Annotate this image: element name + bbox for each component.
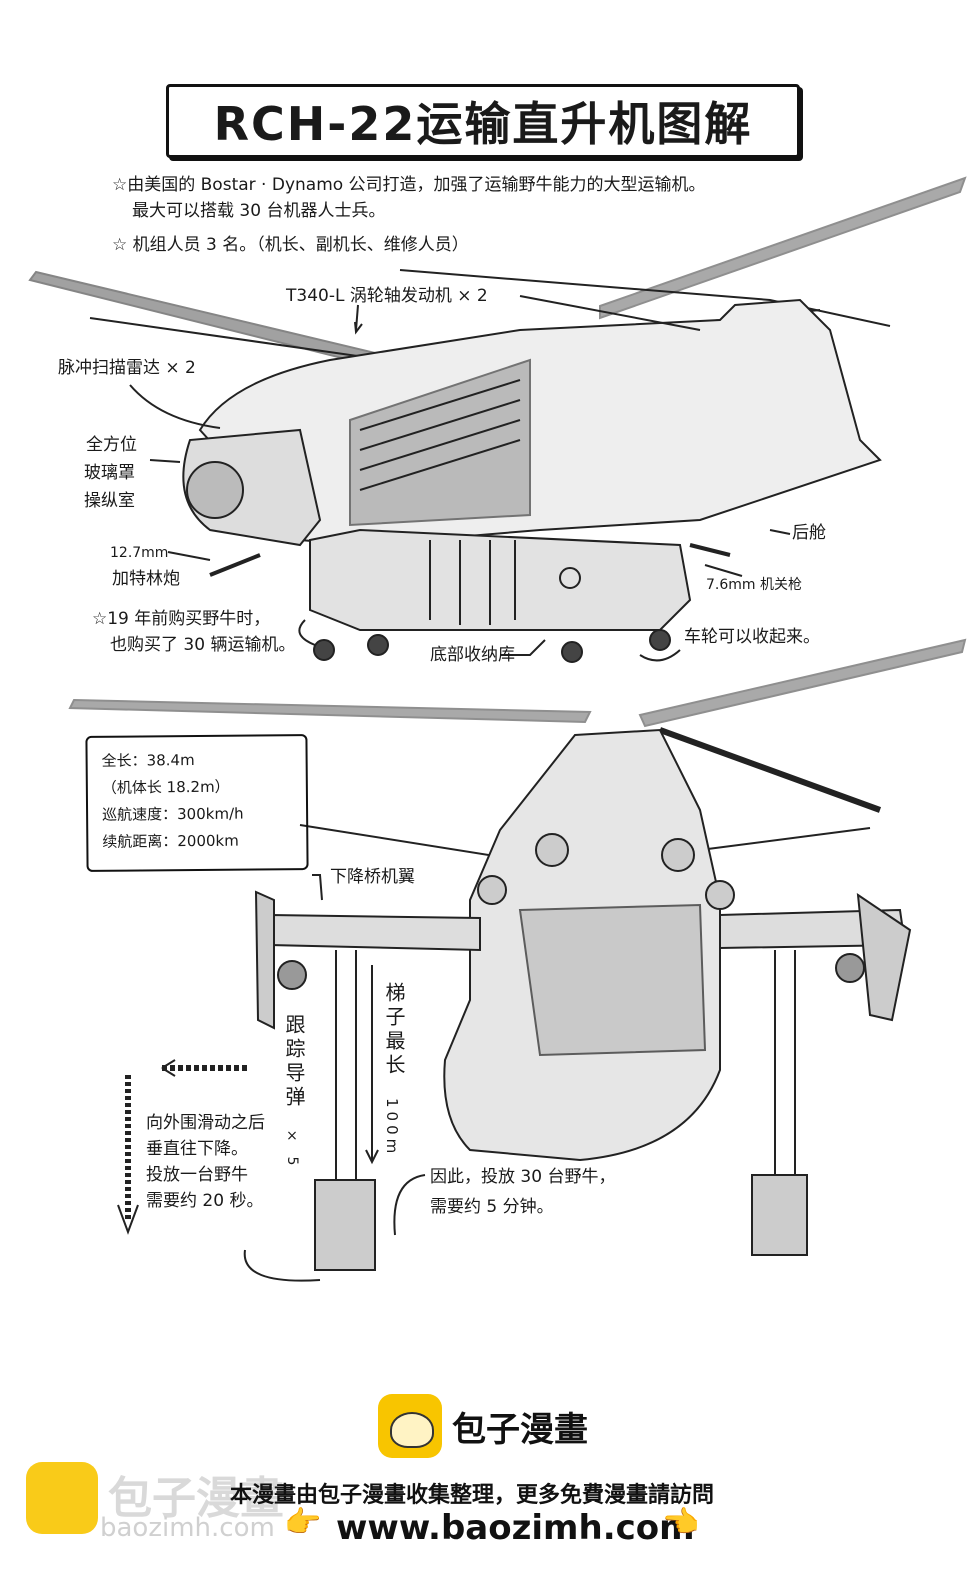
pointing-left-icon: 👈 — [662, 1505, 700, 1540]
label-drop-1: 因此，投放 30 台野牛， — [430, 1167, 616, 1187]
footer-url-link[interactable]: www.baozimh.com — [336, 1508, 695, 1548]
label-storage: 底部收纳库 — [430, 645, 515, 665]
footer-brand[interactable]: 包子漫畫 — [378, 1394, 588, 1458]
label-slide-1: 向外围滑动之后 — [146, 1113, 265, 1133]
label-gun-size: 12.7mm — [110, 545, 169, 561]
intro-line-3: ☆ 机组人员 3 名。（机长、副机长、维修人员） — [112, 235, 469, 255]
watermark-bun-icon — [26, 1462, 98, 1534]
label-radar: 脉冲扫描雷达 × 2 — [58, 358, 196, 378]
footer-notice: 本漫畫由包子漫畫收集整理，更多免費漫畫請訪問 — [230, 1483, 715, 1508]
watermark-url: baozimh.com — [100, 1513, 275, 1543]
spec-length: 全长：38.4m — [101, 751, 195, 770]
label-cockpit-3: 操纵室 — [84, 491, 135, 511]
brand-name: 包子漫畫 — [452, 1409, 588, 1450]
pointing-right-icon: 👉 — [284, 1505, 322, 1540]
label-drop-2: 需要约 5 分钟。 — [430, 1197, 554, 1217]
label-missile-count: × 5 — [284, 1128, 300, 1170]
bun-logo-icon — [378, 1394, 442, 1458]
title-box: RCH-22运输直升机图解 — [166, 84, 800, 158]
label-history-1: ☆19 年前购买野牛时， — [92, 609, 271, 629]
label-mg: 7.6mm 机关枪 — [706, 577, 802, 593]
label-slide-3: 投放一台野牛 — [146, 1165, 248, 1185]
label-history-2: 也购买了 30 辆运输机。 — [110, 635, 296, 655]
page-title: RCH-22运输直升机图解 — [213, 97, 753, 151]
intro-line-1: ☆由美国的 Bostar · Dynamo 公司打造，加强了运输野牛能力的大型运… — [112, 175, 706, 195]
label-cockpit-1: 全方位 — [86, 435, 137, 455]
label-engine: T340-L 涡轮轴发动机 × 2 — [286, 286, 488, 306]
spec-box: 全长：38.4m （机体长 18.2m） 巡航速度：300km/h 续航距离：2… — [85, 734, 309, 872]
label-cockpit-2: 玻璃罩 — [84, 463, 135, 483]
label-ladder-length: 100m — [383, 1098, 401, 1158]
label-wheels: 车轮可以收起来。 — [684, 627, 820, 647]
watermark-text: 包子漫畫 — [108, 1473, 284, 1524]
label-slide-2: 垂直往下降。 — [146, 1139, 248, 1159]
spec-range: 续航距离：2000km — [102, 831, 239, 851]
spec-body: （机体长 18.2m） — [101, 777, 230, 797]
label-gatling: 加特林炮 — [112, 569, 180, 589]
label-ladder: 梯子最长 — [382, 982, 406, 1078]
label-slide-4: 需要约 20 秒。 — [146, 1191, 264, 1211]
label-rear: 后舱 — [792, 523, 826, 543]
spec-speed: 巡航速度：300km/h — [102, 804, 244, 824]
intro-line-2: 最大可以搭载 30 台机器人士兵。 — [132, 201, 386, 221]
label-wing: 下降桥机翼 — [330, 867, 415, 887]
label-missile: 跟踪导弹 — [282, 1014, 306, 1110]
